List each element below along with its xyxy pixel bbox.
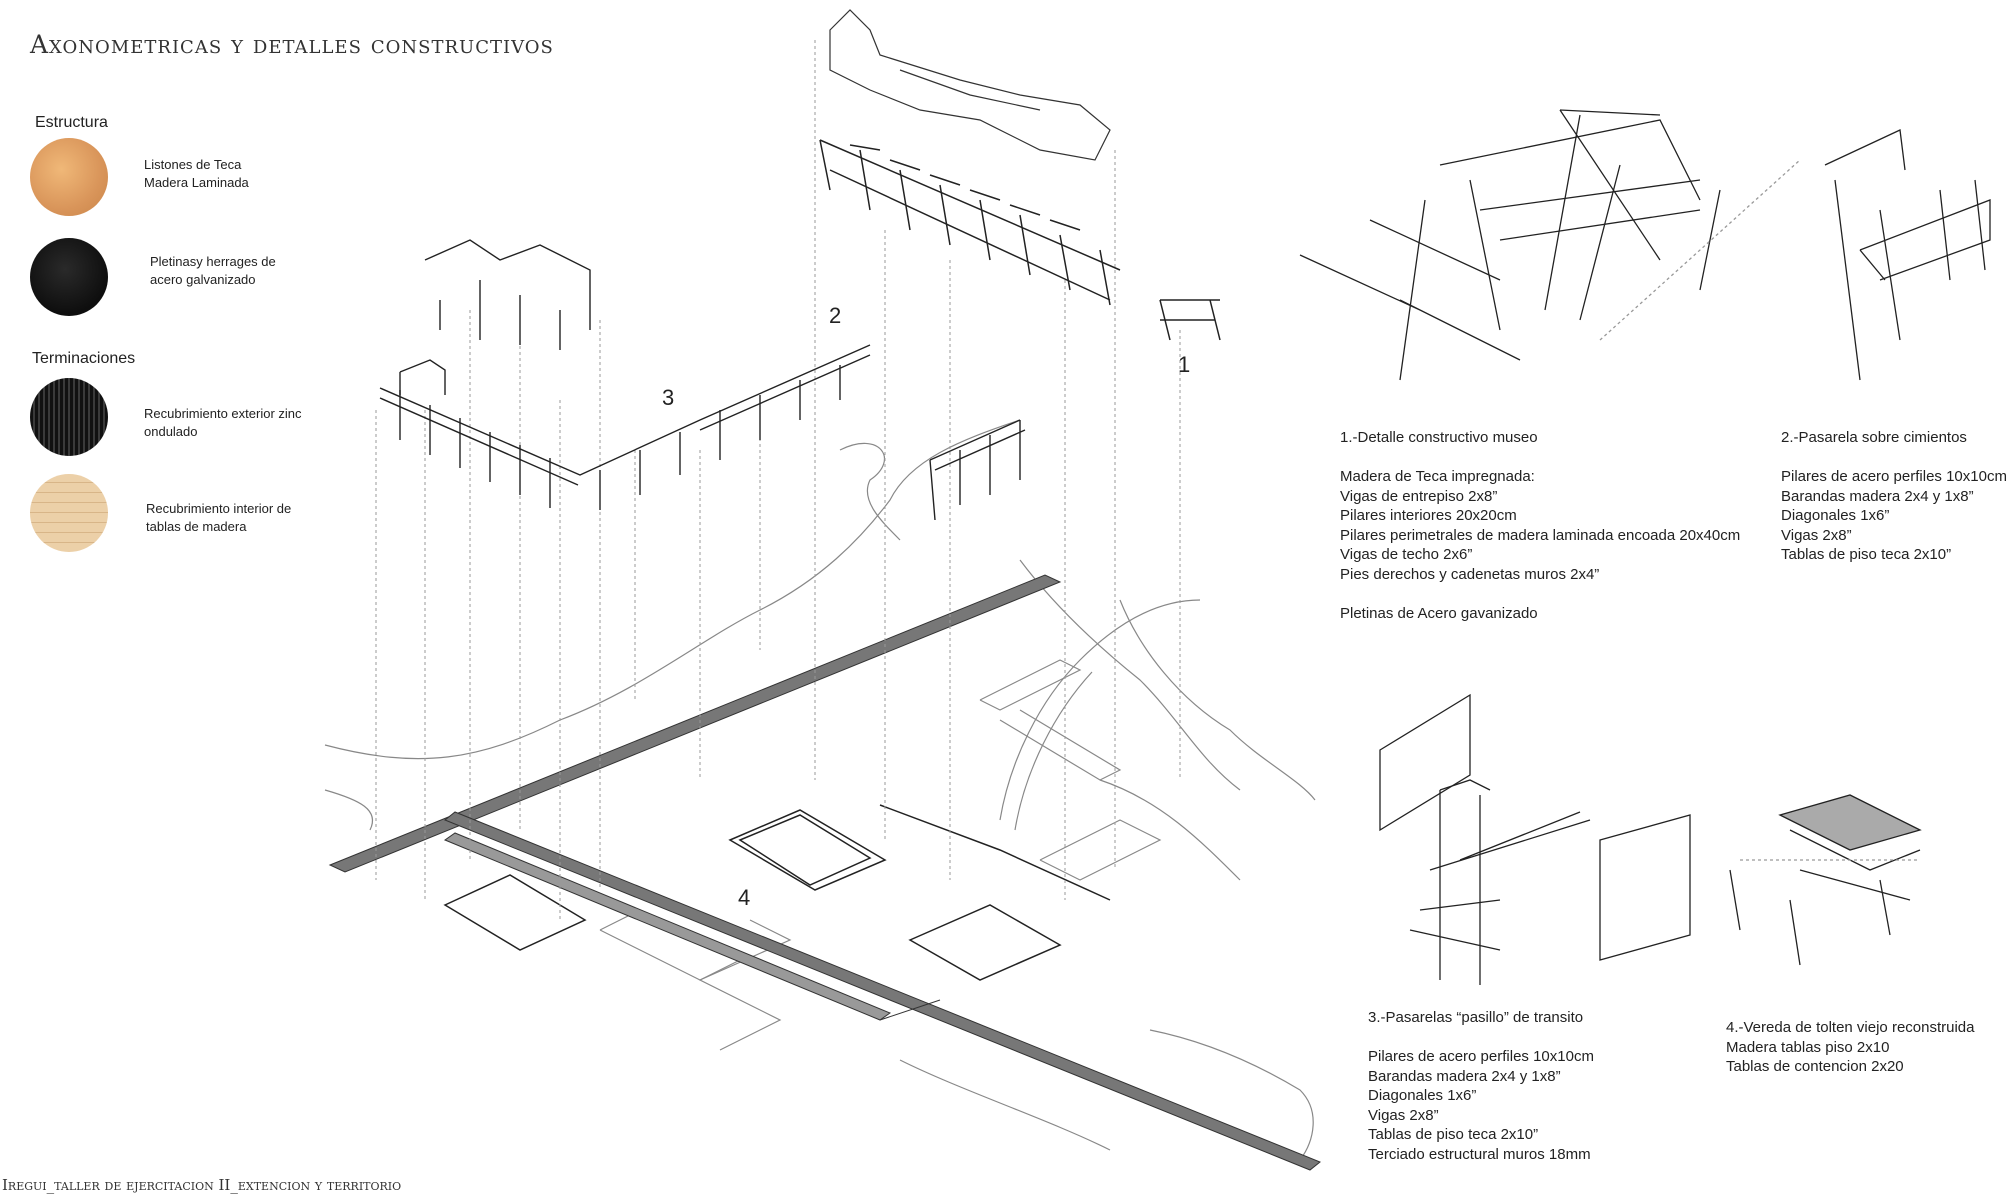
museum-roof-rafters [849, 144, 1081, 231]
legend-structure-heading: Estructura [35, 114, 108, 131]
detail-3-spec: 3.-Pasarelas “pasillo” de transito Pilar… [1368, 1009, 1594, 1163]
detail-3-title: 3.-Pasarelas “pasillo” de transito [1368, 1009, 1584, 1026]
page-title: Axonometricas y detalles constructivos [30, 30, 554, 59]
ground-building-c [443, 874, 587, 951]
detail-1-posts [1399, 109, 1721, 381]
walkway-long [328, 574, 1062, 873]
walkway-small-frame [929, 419, 1026, 521]
wood-boards-swatch [30, 474, 108, 552]
detail-1-guideline [1599, 159, 1801, 341]
detail-1-beams [1299, 109, 1701, 361]
teca-wood-swatch [30, 138, 108, 216]
museum-frame-end [1159, 299, 1221, 341]
contour-line [1019, 559, 1241, 791]
footer-credit: Iregui_taller de ejercitacion II_extenci… [2, 1176, 402, 1194]
museum-frame-posts [819, 139, 1111, 306]
museum-roof-line [899, 69, 1041, 111]
zinc-swatch [30, 378, 108, 456]
pavilion-frame [424, 239, 591, 350]
detail-1-spec: 1.-Detalle constructivo museo Madera de … [1340, 429, 1741, 622]
ground-outline [999, 709, 1122, 781]
river-edge [999, 599, 1201, 821]
contour-line [1149, 1029, 1314, 1161]
detail-2-title: 2.-Pasarela sobre cimientos [1781, 429, 1967, 446]
detail-4-supports [1729, 829, 1921, 966]
walkway-cabin [399, 359, 446, 395]
detail-3-wall-panel [1379, 693, 1471, 832]
museum-frame-beam [819, 139, 1121, 301]
marker-3: 3 [662, 385, 675, 410]
walkway-3-deck [379, 344, 871, 486]
detail-1-joists [1479, 179, 1701, 241]
marker-4: 4 [738, 885, 751, 910]
contour-line [899, 1059, 1111, 1151]
walkway-posts [399, 365, 841, 510]
detail-2-spec: 2.-Pasarela sobre cimientos Pilares de a… [1781, 429, 2007, 563]
marker-2: 2 [829, 303, 842, 328]
legend-finishes-heading: Terminaciones [32, 350, 136, 367]
contour-line [1119, 599, 1316, 801]
museum-roof-shell [829, 9, 1111, 161]
contour-line [324, 789, 374, 831]
walkway-main [444, 811, 1321, 1171]
walkway-link [879, 999, 941, 1021]
ground-path [879, 804, 1111, 901]
contour-line [1099, 779, 1241, 881]
ground-outline [1039, 819, 1162, 881]
ground-outline [979, 659, 1082, 711]
river-edge [1014, 671, 1093, 831]
steel-swatch [30, 238, 108, 316]
contour-line [839, 442, 901, 541]
walkway-secondary [443, 832, 892, 1021]
detail-4-title: 4.-Vereda de tolten viejo reconstruida [1726, 1019, 1975, 1036]
ground-building-b [908, 904, 1062, 981]
detail-3-frame [1409, 779, 1591, 985]
detail-4-deck [1778, 794, 1922, 851]
detail-4-spec: 4.-Vereda de tolten viejo reconstruida M… [1726, 1019, 1975, 1075]
contour-line [324, 419, 1021, 760]
ground-building-a-inner [738, 814, 872, 886]
marker-1: 1 [1178, 352, 1191, 377]
detail-2-rails [1939, 179, 1986, 281]
detail-1-title: 1.-Detalle constructivo museo [1340, 429, 1538, 446]
ground-building-a [728, 809, 887, 891]
detail-2-frame [1824, 129, 1991, 381]
detail-3-panel-back [1599, 814, 1691, 961]
